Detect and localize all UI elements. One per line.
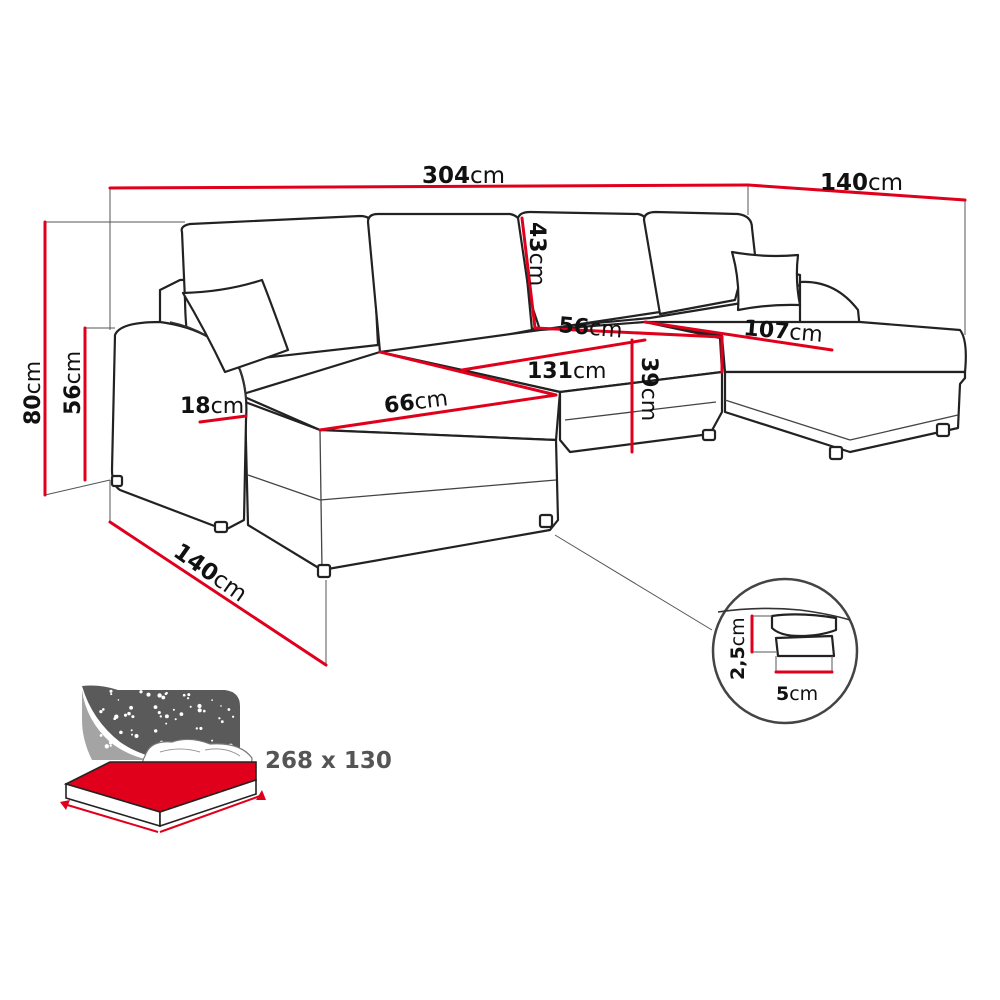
star (211, 739, 214, 742)
star (220, 720, 224, 724)
label-left-seat-width: 66cm (383, 386, 450, 419)
label-leg-height: 2,5cm (727, 617, 749, 680)
star (134, 734, 139, 738)
label-armrest-width: 18cm (180, 394, 244, 419)
star (153, 705, 158, 709)
dim-line-middle-seat-width (460, 338, 647, 372)
dimension-labels: 304cm 140cm 43cm 80cm 56cm 56cm 107cm 13… (21, 163, 903, 774)
star (186, 697, 190, 700)
dim-line-chaise-depth-right (746, 183, 967, 202)
leg-detail-magnifier (711, 577, 859, 725)
leg-4 (828, 445, 844, 461)
dimension-lines (43, 183, 967, 667)
star (195, 727, 198, 730)
label-chaise-depth-left: 140cm (169, 539, 252, 608)
star (187, 693, 191, 697)
star (218, 717, 221, 720)
label-total-height: 80cm (21, 361, 46, 425)
leg-3 (213, 520, 229, 534)
label-seat-height: 39cm (636, 357, 661, 421)
star (189, 705, 192, 708)
label-chaise-depth-right: 140cm (820, 170, 903, 196)
leg-2 (538, 513, 554, 529)
leg-6 (701, 428, 717, 442)
star (130, 729, 133, 732)
star (119, 730, 123, 735)
star (220, 705, 222, 707)
star (131, 733, 133, 736)
label-leg-width: 5cm (776, 683, 818, 705)
label-back-cushion-height: 43cm (524, 222, 549, 286)
star (104, 744, 109, 749)
left-chaise-base (243, 400, 560, 572)
star (159, 715, 162, 718)
star (157, 693, 162, 698)
star (164, 692, 168, 696)
star (211, 699, 213, 701)
star (99, 733, 103, 737)
dim-line-middle-seat-depth (533, 326, 724, 339)
leg-5 (935, 422, 951, 438)
right-chaise-base (723, 370, 967, 454)
star (231, 715, 235, 718)
star (227, 708, 231, 711)
leg-7 (110, 474, 124, 488)
label-right-seat-width: 107cm (742, 316, 823, 348)
star (197, 708, 202, 713)
star (157, 711, 161, 715)
dim-line-armrest-width (198, 414, 248, 424)
star (102, 708, 105, 711)
star (179, 712, 184, 716)
label-armrest-height: 56cm (61, 351, 86, 415)
back-cushion-2 (366, 212, 534, 354)
star (129, 705, 134, 710)
star (164, 714, 169, 719)
label-middle-seat-width: 131cm (527, 359, 606, 384)
bed-size-label: 268 x 130 (265, 748, 392, 774)
pillow-left (181, 278, 290, 374)
star (146, 692, 151, 697)
star (110, 693, 113, 696)
star (203, 709, 206, 713)
star (131, 715, 135, 719)
star (123, 713, 128, 717)
star (117, 699, 120, 701)
star (108, 741, 113, 745)
star (174, 718, 177, 721)
star (199, 726, 203, 730)
star (153, 729, 158, 733)
star (182, 693, 186, 697)
star (172, 708, 175, 711)
dim-line-back-cushion-height (520, 216, 537, 330)
star (109, 744, 112, 747)
star (127, 711, 131, 716)
back-cushion-4 (642, 210, 757, 316)
star (114, 742, 118, 746)
sleeping-area-icon (60, 685, 266, 833)
star (165, 722, 168, 725)
star (109, 689, 113, 693)
dim-line-right-seat-width (643, 320, 834, 352)
dim-line-left-seat-width (318, 393, 558, 432)
star (139, 690, 143, 694)
label-total-width: 304cm (422, 163, 505, 189)
star (197, 703, 202, 709)
dim-line-chaise-depth-left (108, 520, 328, 667)
star (113, 717, 117, 721)
dim-line-left-front-edge (378, 350, 558, 397)
sofa-outline (110, 210, 967, 579)
leg-1 (316, 563, 332, 579)
pillow-right (730, 250, 802, 312)
star (99, 709, 103, 714)
star (161, 695, 166, 700)
label-middle-seat-depth: 56cm (557, 313, 623, 343)
dim-line-total-width (108, 183, 750, 190)
